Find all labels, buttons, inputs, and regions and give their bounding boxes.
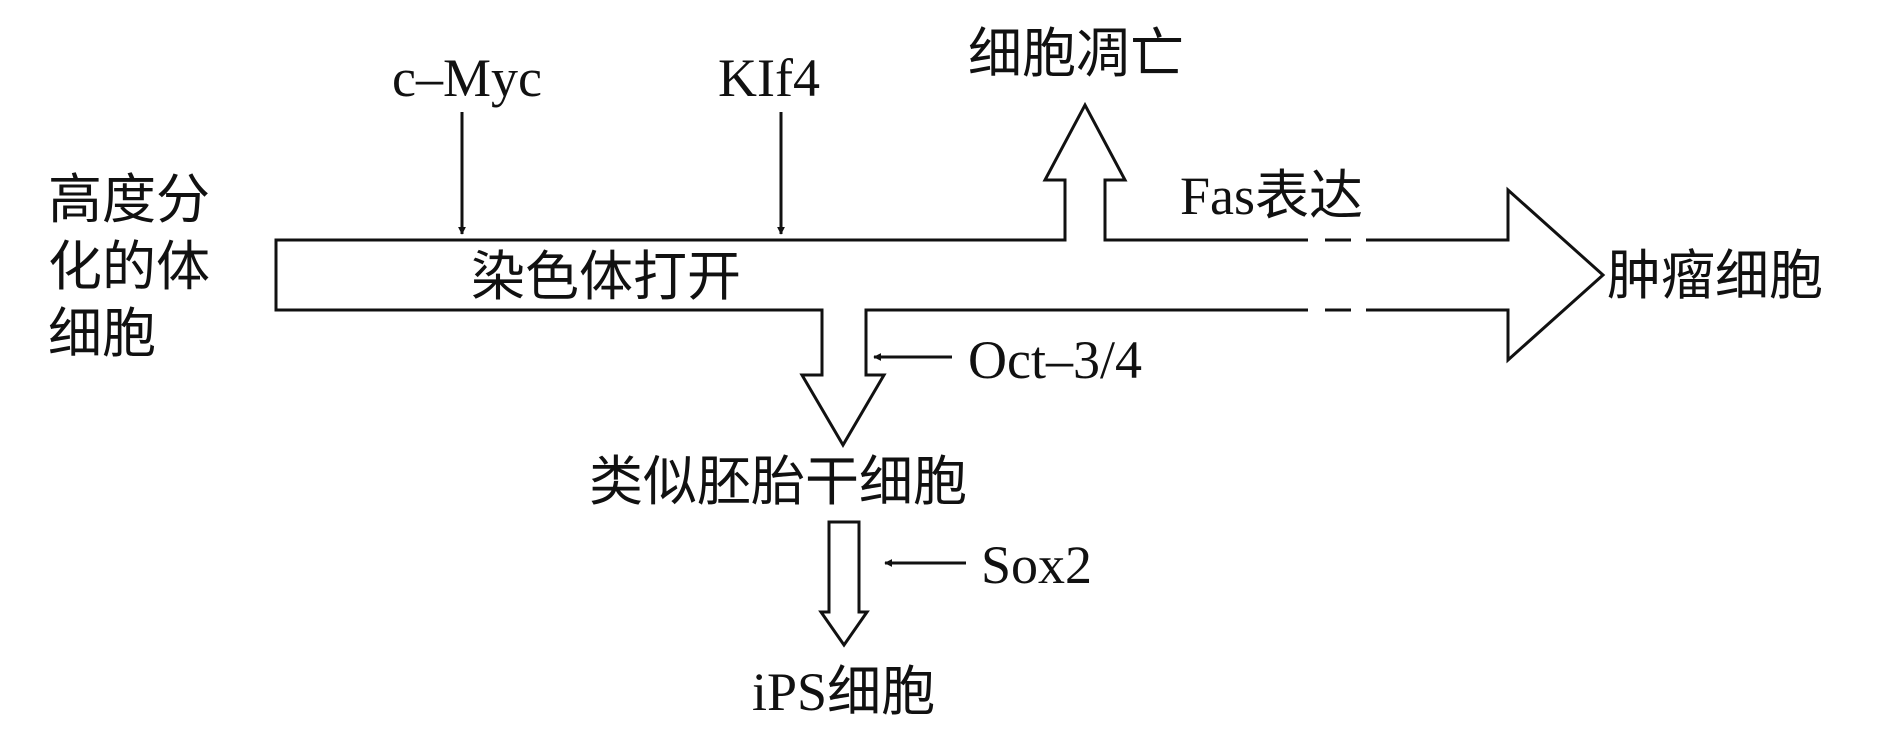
oct-label: Oct–3/4 [968,330,1142,390]
ips-block-arrow [818,520,870,648]
tumor-cell-label: 肿瘤细胞 [1607,246,1823,306]
apoptosis-label: 细胞凋亡 [968,24,1184,84]
klf4-label: KIf4 [718,48,820,108]
sox2-label: Sox2 [981,535,1092,595]
ips-cell-label: iPS细胞 [752,662,935,722]
c-myc-label: c–Myc [392,48,542,108]
chromosome-open-label: 染色体打开 [471,247,741,307]
start-cell-label-line3: 细胞 [48,304,156,364]
start-cell-label-line1: 高度分 [48,170,210,230]
embryonic-like-cell-label: 类似胚胎干细胞 [589,452,967,512]
main-pathway-arrow [274,101,1606,448]
start-cell-label-line2: 化的体 [48,237,210,297]
fas-expression-label: Fas表达 [1180,166,1363,226]
